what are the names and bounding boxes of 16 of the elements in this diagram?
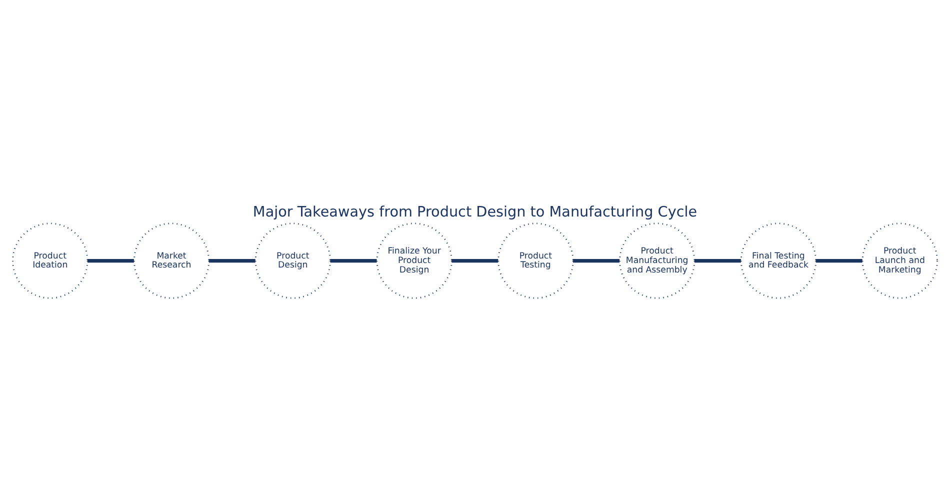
connector	[208, 258, 256, 263]
node-circle: Product Testing	[498, 222, 574, 299]
connector	[694, 258, 741, 263]
diagram-title: Major Takeaways from Product Design to Manufacturing Cycle	[252, 204, 698, 220]
node-circle: Product Launch and Marketing	[862, 222, 938, 299]
connector	[816, 258, 862, 263]
connector	[452, 258, 498, 263]
node-circle: Final Testing and Feedback	[740, 222, 817, 299]
node-circle: Finalize Your Product Design	[376, 222, 452, 299]
node-circle: Product Design	[254, 222, 331, 299]
connector	[87, 258, 134, 263]
node-circle: Product Ideation	[12, 222, 88, 299]
node-circle: Product Manufacturing and Assembly	[619, 222, 696, 299]
connector	[330, 258, 377, 263]
node-circle: Market Research	[133, 222, 210, 299]
connector	[573, 258, 620, 263]
